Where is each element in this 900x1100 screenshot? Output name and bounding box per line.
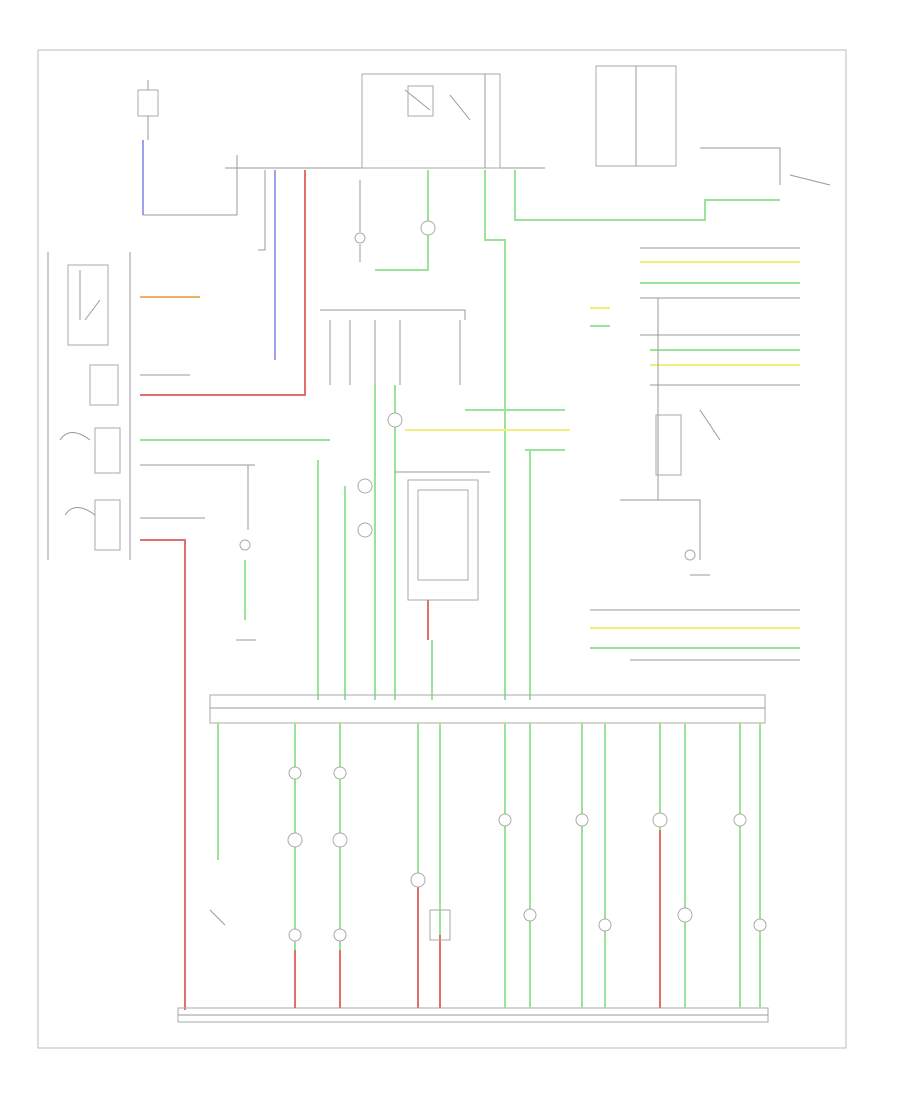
bulb-icon (733, 813, 747, 827)
bulb-icon (523, 908, 537, 922)
bulb-icon (575, 813, 589, 827)
bulb-icon (598, 918, 612, 932)
bulb-icon (753, 918, 767, 932)
bulb-icon (288, 766, 302, 780)
combination-switch (47, 252, 330, 1010)
bulb-icon (333, 766, 347, 780)
bulb-icon (410, 872, 426, 888)
bulb-icon (677, 907, 693, 923)
bulb-icon (287, 832, 303, 848)
bulb-icon (498, 813, 512, 827)
switch-icon (429, 909, 451, 941)
right-connectors (590, 247, 800, 661)
bulb-icon (652, 812, 668, 828)
bottom-bus (177, 694, 769, 1023)
bulb-icon (333, 928, 347, 942)
bulb-icon (332, 832, 348, 848)
bulb-icon (288, 928, 302, 942)
center-connectors (236, 309, 570, 700)
top-fuse-area (137, 65, 831, 700)
diagram-frame (37, 49, 847, 1049)
